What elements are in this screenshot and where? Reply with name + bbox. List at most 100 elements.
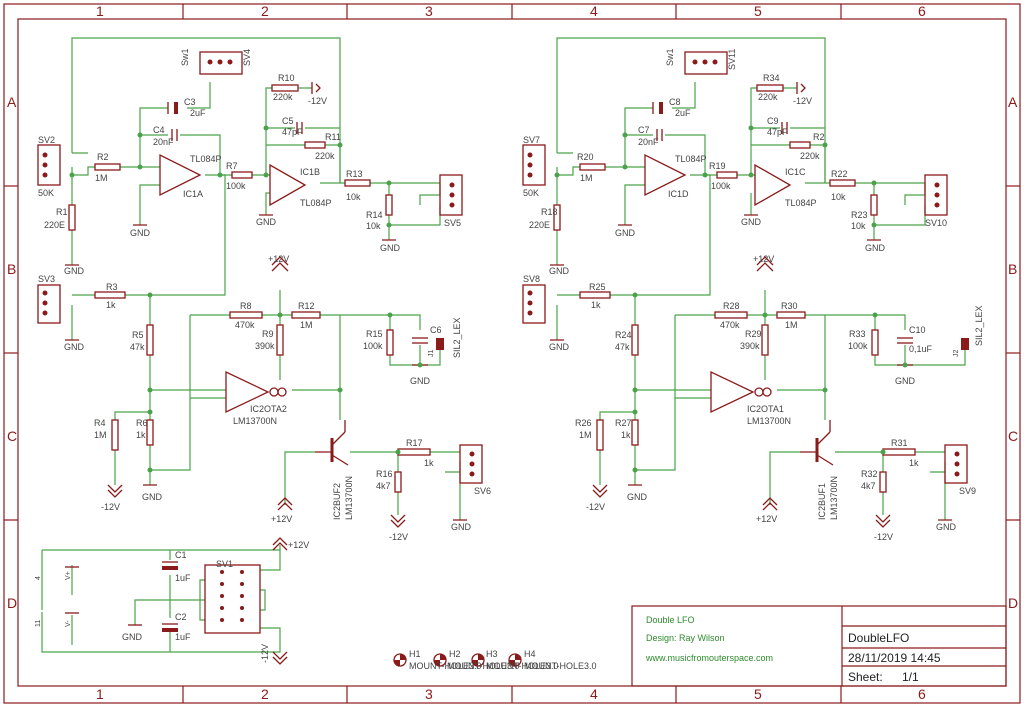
label-r3-val: 1k <box>106 300 116 310</box>
label-ota: IC2OTA1 <box>747 404 784 414</box>
power-header-pins <box>220 570 244 622</box>
label-r8-val: 470k <box>235 320 255 330</box>
label-gnd: GND <box>741 217 762 227</box>
website: www.musicfromouterspace.com <box>645 653 773 663</box>
label-c5-val: 47pF <box>282 127 303 137</box>
label-r7: R7 <box>226 161 238 171</box>
label-gnd: GND <box>936 522 957 532</box>
label-r4: R26 <box>575 418 592 428</box>
resistor-symbols <box>68 84 431 493</box>
label-sv-out: SV5 <box>444 218 461 228</box>
label-mount-type: MOUNT-HOLE3.0 <box>524 661 597 671</box>
label-ic-b: IC1C <box>785 167 806 177</box>
label-r6: R6 <box>136 418 148 428</box>
label-r3: R25 <box>589 282 606 292</box>
label-ic-a: IC1D <box>668 189 689 199</box>
junction-dots <box>554 125 908 473</box>
label-r8: R8 <box>240 301 252 311</box>
drawing-date: 28/11/2019 14:45 <box>848 651 941 665</box>
label-neg12: -12V <box>101 502 120 512</box>
row-label: C <box>7 428 17 444</box>
label-r10: R10 <box>278 73 295 83</box>
mount-holes: H1 H2 H3 H4 MOUNT-HOLE3.0 MOUNT-HOLE3.0 … <box>393 649 597 671</box>
label-ic-b: IC1B <box>300 167 320 177</box>
col-label: 2 <box>261 686 269 702</box>
label-pos12: +12V <box>268 254 289 264</box>
mount-hole-symbol <box>471 653 485 667</box>
label-pin4: 4 <box>35 576 42 580</box>
label-r6-val: 1k <box>621 430 631 440</box>
label-sv6: SV6 <box>474 486 491 496</box>
label-gnd: GND <box>627 492 648 502</box>
label-vminus: V- <box>65 620 72 627</box>
label-c3: C3 <box>184 97 196 107</box>
label-r16: R32 <box>861 469 878 479</box>
capacitor-symbols <box>652 102 913 344</box>
label-c3-val: 2uF <box>190 108 206 118</box>
label-r15-val: 100k <box>363 341 383 351</box>
label-r2-val: 1M <box>95 173 108 183</box>
label-r2: R2 <box>97 152 109 162</box>
label-pin11: 11 <box>35 620 42 627</box>
row-label: B <box>7 261 16 277</box>
label-vplus: V+ <box>65 571 72 580</box>
title-block: Double LFO Design: Ray Wilson www.musicf… <box>631 605 1007 687</box>
label-j: J2 <box>953 350 960 358</box>
label-sv6: SV9 <box>959 486 976 496</box>
label-r4-val: 1M <box>94 430 107 440</box>
label-c6-val: 0,1uF <box>909 344 933 354</box>
lfo-channel-left: SV2 50K R1 220E GND R2 1M Sw1 SV4 C3 2uF… <box>37 37 491 542</box>
sheet-label: Sheet: <box>848 670 883 684</box>
label-r13-val: 10k <box>831 192 846 202</box>
label-gnd: GND <box>549 266 570 276</box>
label-neg12: -12V <box>874 532 893 542</box>
label-mount-type: MOUNT-HOLE3.0 <box>486 661 559 671</box>
label-neg12: -12V <box>586 502 605 512</box>
label-sw: Sw1 <box>665 48 675 66</box>
label-r11: R11 <box>325 132 341 142</box>
col-label: 2 <box>261 3 269 19</box>
label-c6: C10 <box>909 325 926 335</box>
label-sv-in: SV7 <box>523 135 540 145</box>
label-ic-a-part: TL084P <box>190 154 222 164</box>
label-sv-in-val: 50K <box>38 188 54 198</box>
col-label: 6 <box>918 686 926 702</box>
label-r15: R33 <box>849 329 866 339</box>
opamp-symbols <box>644 153 792 414</box>
label-mount-hole: H1 <box>409 649 421 659</box>
label-r-in-val: 220E <box>44 220 65 230</box>
label-r9-val: 390k <box>255 341 275 351</box>
label-r17: R31 <box>891 438 908 448</box>
col-label: 1 <box>96 3 104 19</box>
label-r2-val: 1M <box>580 173 593 183</box>
label-r10: R34 <box>763 73 780 83</box>
label-r13-val: 10k <box>346 192 361 202</box>
label-j: J1 <box>428 350 435 358</box>
label-r8: R28 <box>723 301 740 311</box>
label-sw: Sw1 <box>180 48 190 66</box>
label-r11-val: 220k <box>315 151 335 161</box>
label-pos12: +12V <box>271 514 292 524</box>
project-title: Double LFO <box>646 615 695 625</box>
mount-hole-symbol <box>393 653 407 667</box>
label-r17-val: 1k <box>424 458 434 468</box>
sheet-value: 1/1 <box>902 670 919 684</box>
resistor-symbols <box>553 84 916 493</box>
label-c4: C4 <box>153 125 165 135</box>
power-section: C1 1uF C2 1uF SV1 GND +12V -12V 4 11 V+ … <box>35 537 309 665</box>
label-r5-val: 47k <box>615 342 630 352</box>
label-c5-val: 47pF <box>767 127 788 137</box>
col-label: 4 <box>590 686 598 702</box>
label-sv3: SV3 <box>38 274 55 284</box>
designer: Design: Ray Wilson <box>646 633 725 643</box>
label-gnd: GND <box>256 217 277 227</box>
label-r17: R17 <box>406 438 423 448</box>
label-r7: R19 <box>709 161 726 171</box>
label-gnd: GND <box>142 492 163 502</box>
label-r5-val: 47k <box>130 342 145 352</box>
label-c4-val: 20nF <box>153 137 174 147</box>
col-label: 3 <box>425 686 433 702</box>
label-ic-a-part: TL084P <box>675 154 707 164</box>
label-c1: C1 <box>175 550 187 560</box>
